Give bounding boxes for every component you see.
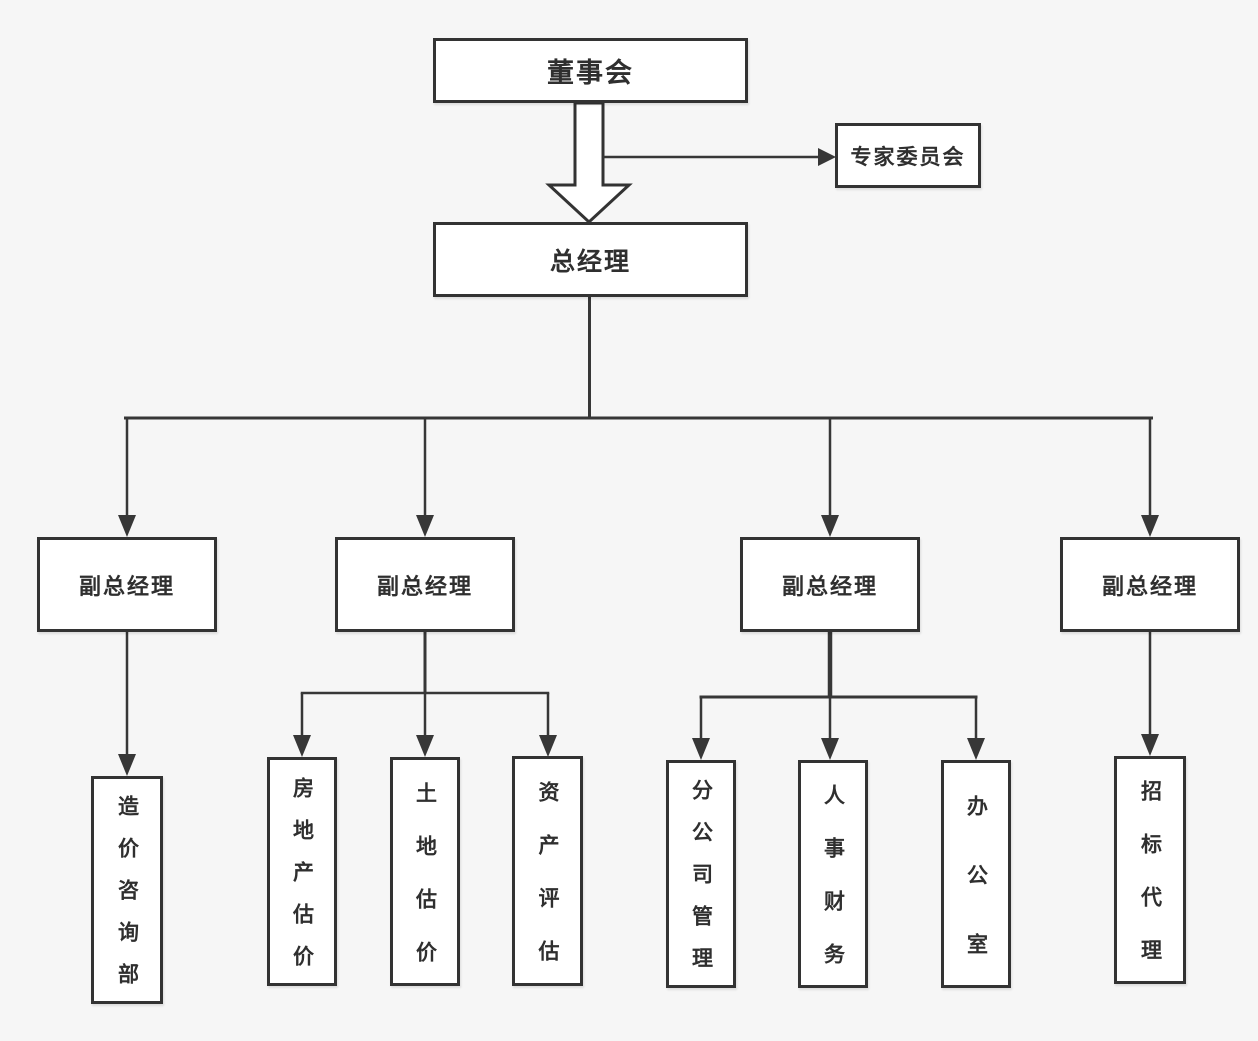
node-dept-real-estate-appraisal: 房地产估价 — [267, 757, 337, 987]
arrow-board-to-gm — [545, 101, 633, 225]
node-board: 董事会 — [433, 38, 748, 103]
connector-gm-to-deputies — [118, 297, 1159, 537]
node-general-manager: 总经理 — [433, 222, 748, 297]
connector-deputy3-depts — [692, 632, 985, 760]
node-expert-committee: 专家委员会 — [835, 123, 981, 188]
node-dept-cost-consulting-label: 造价咨询部 — [115, 795, 139, 1005]
node-deputy-3: 副总经理 — [740, 537, 920, 632]
node-dept-asset-valuation: 资产评估 — [512, 756, 583, 993]
node-dept-bidding-agency-label: 招标代理 — [1138, 780, 1162, 992]
node-board-label: 董事会 — [547, 58, 634, 88]
connector-deputy1-depts — [118, 632, 136, 776]
node-dept-bidding-agency: 招标代理 — [1114, 756, 1186, 992]
node-dept-cost-consulting: 造价咨询部 — [91, 776, 163, 1005]
connector-board-to-expert — [603, 148, 836, 166]
node-dept-land-appraisal-label: 土地估价 — [413, 781, 437, 994]
node-dept-office: 办公室 — [941, 760, 1011, 1002]
node-dept-land-appraisal: 土地估价 — [390, 757, 460, 994]
node-deputy-3-label: 副总经理 — [781, 573, 878, 599]
connector-deputy4-depts — [1141, 632, 1159, 756]
node-deputy-4: 副总经理 — [1060, 537, 1240, 632]
node-deputy-1-label: 副总经理 — [78, 573, 175, 599]
node-dept-office-label: 办公室 — [964, 794, 988, 1002]
node-deputy-4-label: 副总经理 — [1101, 573, 1198, 599]
node-dept-real-estate-appraisal-label: 房地产估价 — [290, 776, 314, 987]
node-deputy-2-label: 副总经理 — [376, 573, 473, 599]
node-dept-hr-finance-label: 人事财务 — [821, 784, 845, 996]
node-dept-hr-finance: 人事财务 — [798, 760, 868, 996]
connector-deputy2-depts — [293, 632, 557, 757]
node-deputy-1: 副总经理 — [37, 537, 217, 632]
node-dept-branch-management-label: 分公司管理 — [689, 779, 713, 989]
node-dept-asset-valuation-label: 资产评估 — [536, 781, 559, 993]
node-deputy-2: 副总经理 — [335, 537, 515, 632]
node-expert-committee-label: 专家委员会 — [850, 145, 966, 169]
node-general-manager-label: 总经理 — [549, 247, 631, 276]
node-dept-branch-management: 分公司管理 — [666, 760, 736, 989]
